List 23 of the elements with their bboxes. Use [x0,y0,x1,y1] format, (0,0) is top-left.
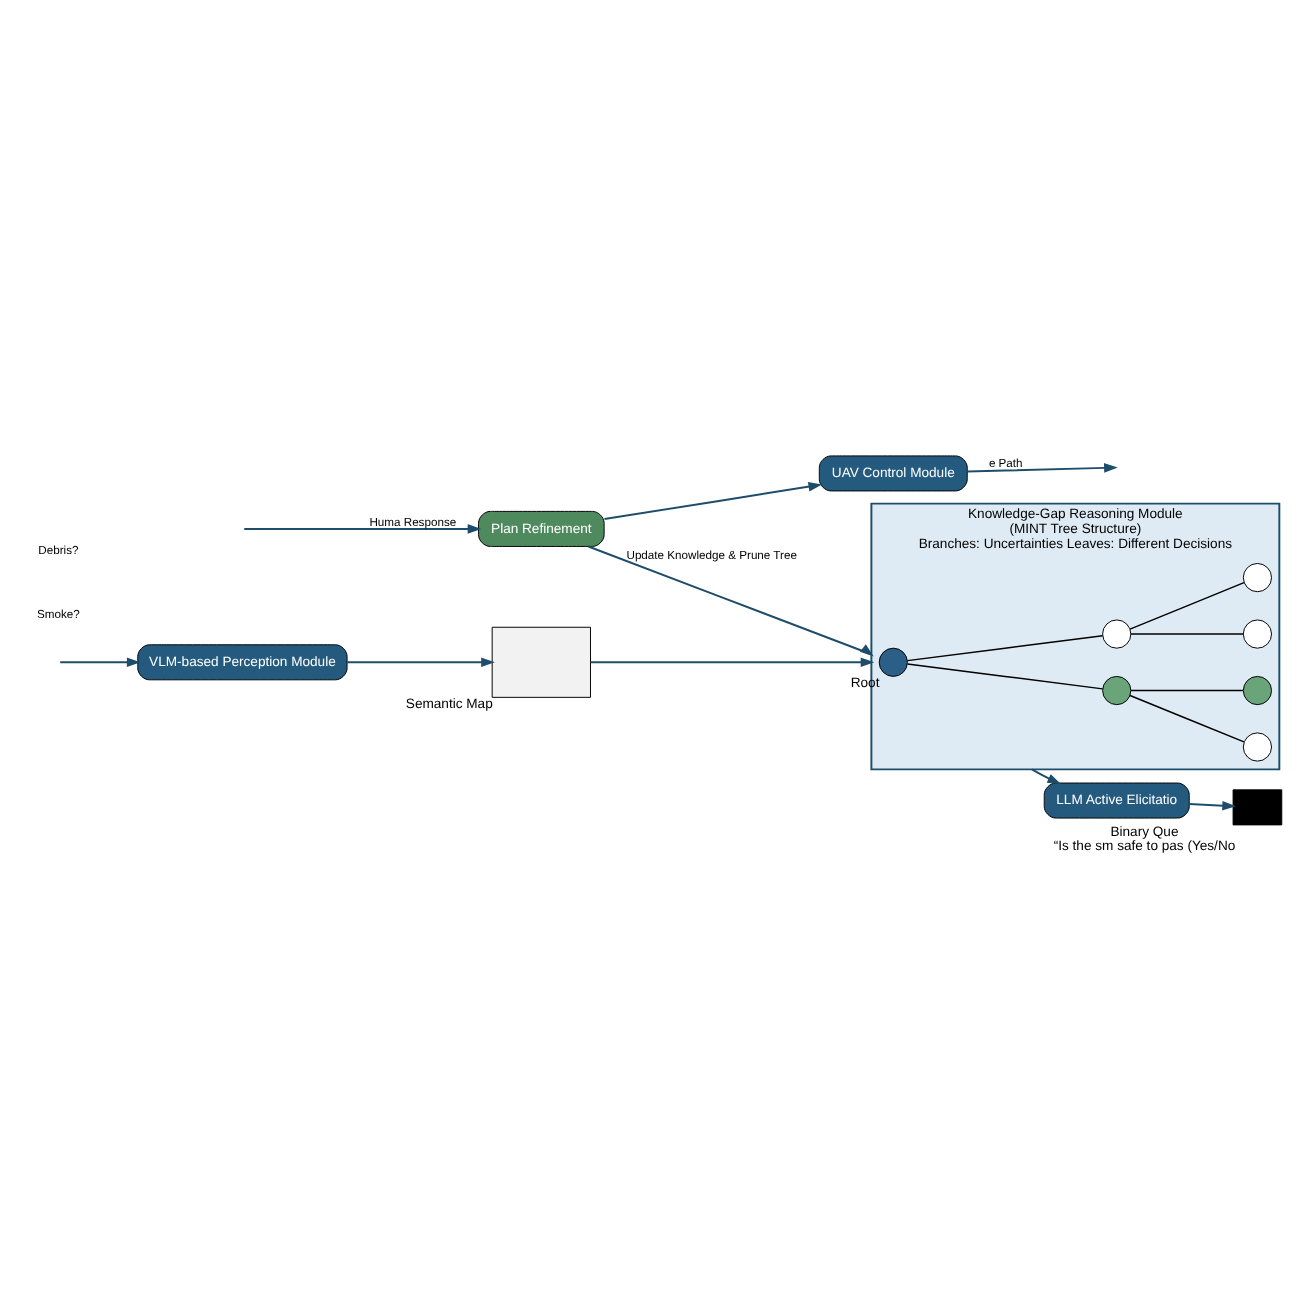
arrow [587,545,874,657]
arrow [1188,800,1236,811]
node-circle [1102,675,1132,706]
node-box [1232,789,1283,826]
connector [906,663,1104,690]
connector [906,635,1104,662]
arrow [1030,768,1062,785]
node-circle [1102,619,1132,649]
arrow [966,463,1118,473]
node-circle [878,647,908,677]
node-circle [1242,732,1273,762]
node-circle [1242,619,1273,649]
arrow [346,657,495,668]
node-circle [1242,563,1273,593]
arrow [59,657,141,668]
node-box [491,626,591,698]
arrow [589,657,875,668]
arrow [603,481,823,521]
arrow [243,524,482,534]
connector [1129,581,1245,630]
connector [1130,633,1244,635]
node-circle [1242,675,1273,706]
connector [1130,689,1244,692]
